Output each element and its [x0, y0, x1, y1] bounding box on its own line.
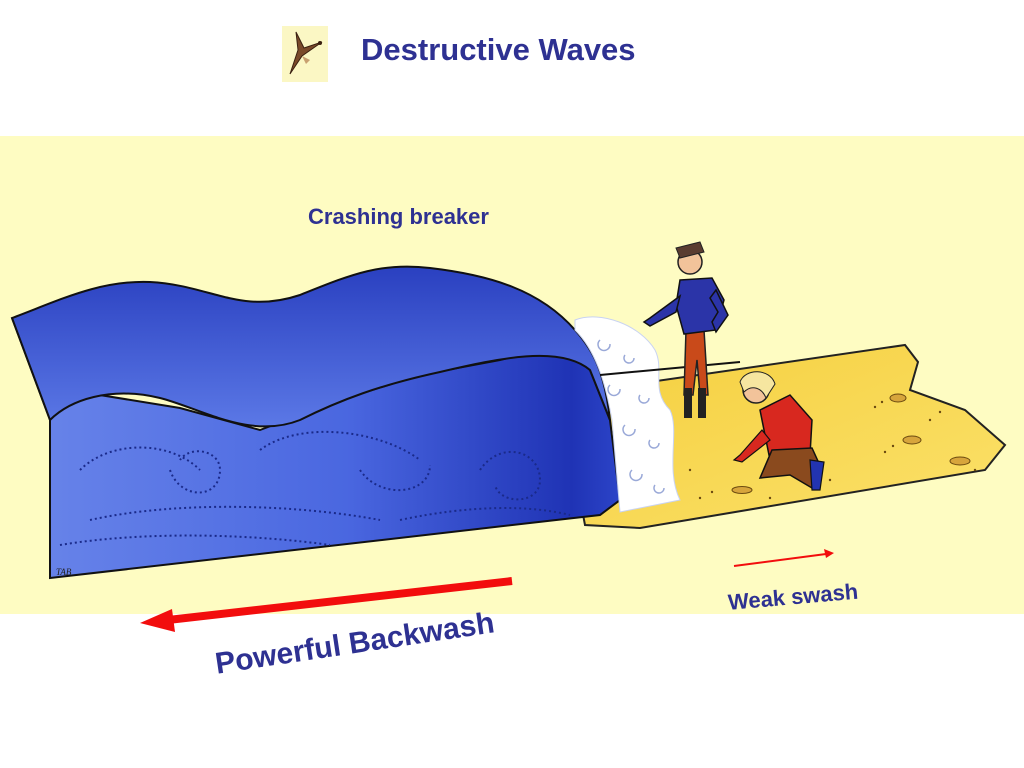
standing-person [642, 241, 729, 418]
weak-swash-arrow [733, 549, 834, 567]
foam-spray [574, 316, 681, 513]
page-title: Destructive Waves [361, 32, 636, 67]
shoreline [599, 361, 741, 376]
pebbles [688, 393, 977, 500]
artist-signature: TAB [56, 567, 72, 577]
wave-swirls [59, 430, 571, 546]
bird-icon [289, 31, 323, 75]
crouching-person [732, 371, 825, 491]
crashing-breaker-label: Crashing breaker [308, 204, 489, 229]
powerful-backwash-arrow [140, 577, 513, 632]
logo [282, 26, 328, 82]
